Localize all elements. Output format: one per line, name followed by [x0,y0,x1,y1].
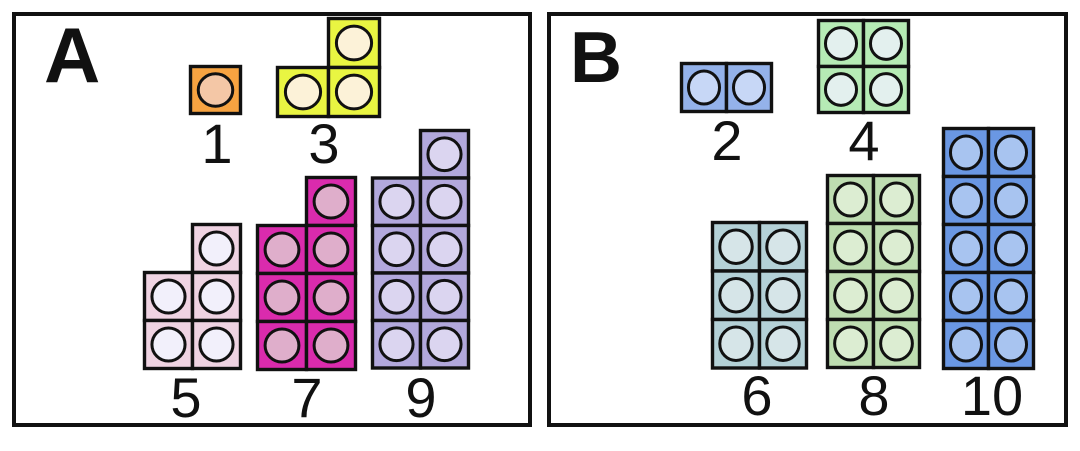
cell-circle [764,325,801,362]
cell-circle [196,71,234,108]
cell-circle [878,276,914,314]
number-label-4: 4 [848,109,880,172]
cell-circle [717,276,754,313]
cell-circle [425,278,463,315]
cell-circle [377,325,415,362]
cell-circle [425,135,463,172]
cell-circle [993,229,1028,267]
cell-circle [377,230,415,267]
number-label-2: 2 [711,109,743,172]
cell-circle [868,25,903,61]
number-shape-2 [679,61,773,113]
cell-circle [823,71,858,107]
cell-circle [312,278,349,316]
cell-circle [312,326,349,364]
cell-circle [823,25,858,61]
cell-circle [878,324,914,362]
number-shape-10 [941,126,1035,370]
panel-a-letter: A [44,11,101,99]
number-label-3: 3 [308,112,340,175]
cell-circle [334,73,373,110]
cell-circle [993,277,1028,315]
cell-circle [993,133,1028,171]
number-label-1: 1 [201,112,233,175]
cell-circle [334,24,373,61]
cell-circle [717,228,754,265]
number-label-8: 8 [858,364,890,427]
cell-circle [263,230,300,268]
number-shape-7 [255,175,357,371]
cell-circle [878,180,914,218]
cell-circle [263,278,300,316]
cell-circle [948,229,983,267]
number-label-6: 6 [741,364,773,427]
cell-circle [832,276,868,314]
cell-circle [717,325,754,362]
number-label-10: 10 [960,364,1024,427]
number-shape-1 [188,64,242,115]
cell-circle [283,73,322,110]
cell-circle [993,181,1028,219]
number-shape-4 [816,18,910,114]
number-shape-6 [710,220,808,370]
cell-circle [686,68,721,106]
cell-circle [425,325,463,362]
cell-circle [832,180,868,218]
cell-circle [993,325,1028,363]
cell-circle [948,277,983,315]
cell-circle [377,183,415,220]
cell-circle [425,183,463,220]
cell-circle [832,324,868,362]
number-label-9: 9 [405,366,437,429]
cell-circle [948,325,983,363]
cell-circle [764,276,801,313]
cell-circle [197,229,235,267]
cell-circle [868,71,903,107]
number-label-7: 7 [291,366,323,429]
number-shape-8 [825,173,921,369]
cell-circle [878,228,914,266]
panel-b-letter: B [570,18,622,98]
cell-circle [377,278,415,315]
cell-circle [948,133,983,171]
cell-circle [312,230,349,268]
number-shape-3 [275,16,381,118]
cell-circle [764,228,801,265]
number-shape-9 [370,128,470,370]
cell-circle [149,325,187,363]
cell-circle [425,230,463,267]
cell-circle [312,182,349,220]
cell-circle [832,228,868,266]
cell-circle [948,181,983,219]
cell-circle [263,326,300,364]
number-label-5: 5 [170,366,202,429]
cell-circle [197,277,235,315]
cell-circle [149,277,187,315]
number-shape-5 [142,222,242,370]
cell-circle [731,68,766,106]
cell-circle [197,325,235,363]
